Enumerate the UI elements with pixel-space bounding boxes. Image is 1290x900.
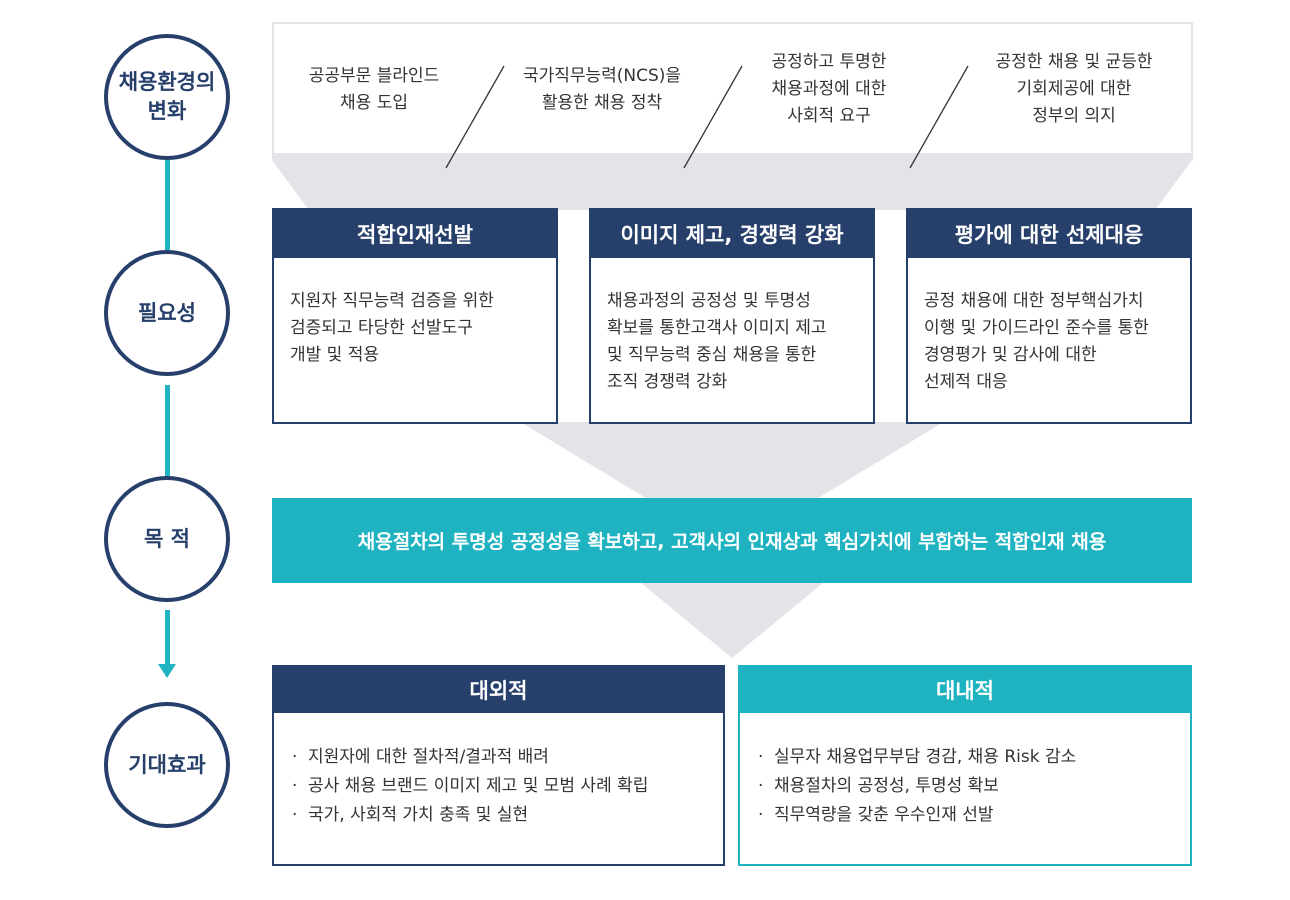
list-item: ·직무역량을 갖춘 우수인재 선발: [758, 801, 1190, 830]
flow-line-2: [165, 385, 170, 478]
card-title: 평가에 대한 선제대응: [908, 210, 1190, 258]
card-title: 이미지 제고, 경쟁력 강화: [591, 210, 873, 258]
stage-circle-purpose: 목 적: [104, 476, 230, 602]
necessity-card: 이미지 제고, 경쟁력 강화 채용과정의 공정성 및 투명성 확보를 통한고객사…: [589, 208, 875, 424]
environment-item: 공정한 채용 및 균등한 기회제공에 대한 정부의 의지: [995, 52, 1153, 126]
purpose-banner: 채용절차의 투명성 공정성을 확보하고, 고객사의 인재상과 핵심가치에 부합하…: [272, 498, 1192, 583]
card-title: 대외적: [274, 667, 723, 713]
card-title: 대내적: [740, 667, 1190, 713]
card-title: 적합인재선발: [274, 210, 556, 258]
flow-arrow-icon: [158, 664, 176, 678]
stage-label: 목 적: [144, 526, 190, 551]
funnel-middle: [520, 422, 944, 500]
effect-card-external: 대외적 ·지원자에 대한 절차적/결과적 배려 ·공사 채용 브랜드 이미지 제…: [272, 665, 725, 866]
divider-slash: [909, 65, 969, 169]
stage-label: 채용환경의 변화: [118, 70, 216, 123]
necessity-card: 평가에 대한 선제대응 공정 채용에 대한 정부핵심가치 이행 및 가이드라인 …: [906, 208, 1192, 424]
divider-slash: [445, 65, 505, 169]
list-item: ·공사 채용 브랜드 이미지 제고 및 모범 사례 확립: [292, 772, 723, 801]
stage-circle-environment: 채용환경의 변화: [104, 34, 230, 160]
stage-circle-necessity: 필요성: [104, 250, 230, 376]
bullet: ·: [292, 747, 298, 767]
list-item: ·채용절차의 공정성, 투명성 확보: [758, 772, 1190, 801]
environment-item: 공공부문 블라인드 채용 도입: [308, 65, 440, 113]
bullet: ·: [758, 776, 764, 796]
divider-slash: [683, 65, 743, 169]
necessity-card: 적합인재선발 지원자 직무능력 검증을 위한 검증되고 타당한 선발도구 개발 …: [272, 208, 558, 424]
effect-list: ·지원자에 대한 절차적/결과적 배려 ·공사 채용 브랜드 이미지 제고 및 …: [274, 713, 723, 830]
list-item: ·국가, 사회적 가치 충족 및 실현: [292, 801, 723, 830]
effect-card-internal: 대내적 ·실무자 채용업무부담 경감, 채용 Risk 감소 ·채용절차의 공정…: [738, 665, 1192, 866]
environment-item: 공정하고 투명한 채용과정에 대한 사회적 요구: [771, 52, 887, 126]
funnel-bottom: [640, 582, 824, 658]
environment-box: 공공부문 블라인드 채용 도입 국가직무능력(NCS)을 활용한 채용 정착 공…: [272, 22, 1193, 169]
flow-line-3: [165, 610, 170, 666]
effect-list: ·실무자 채용업무부담 경감, 채용 Risk 감소 ·채용절차의 공정성, 투…: [740, 713, 1190, 830]
environment-item: 국가직무능력(NCS)을 활용한 채용 정착: [522, 65, 682, 113]
stage-label: 기대효과: [128, 752, 206, 777]
bullet: ·: [292, 776, 298, 796]
funnel-top: [272, 160, 1192, 210]
card-body: 공정 채용에 대한 정부핵심가치 이행 및 가이드라인 준수를 통한 경영평가 …: [924, 291, 1149, 392]
stage-label: 필요성: [138, 300, 196, 325]
card-body: 지원자 직무능력 검증을 위한 검증되고 타당한 선발도구 개발 및 적용: [290, 291, 494, 365]
flow-line-1: [165, 160, 170, 253]
card-body: 채용과정의 공정성 및 투명성 확보를 통한고객사 이미지 제고 및 직무능력 …: [607, 291, 827, 392]
list-item: ·실무자 채용업무부담 경감, 채용 Risk 감소: [758, 743, 1190, 772]
stage-circle-effect: 기대효과: [104, 702, 230, 828]
list-item: ·지원자에 대한 절차적/결과적 배려: [292, 743, 723, 772]
bullet: ·: [758, 747, 764, 767]
bullet: ·: [292, 805, 298, 825]
bullet: ·: [758, 805, 764, 825]
